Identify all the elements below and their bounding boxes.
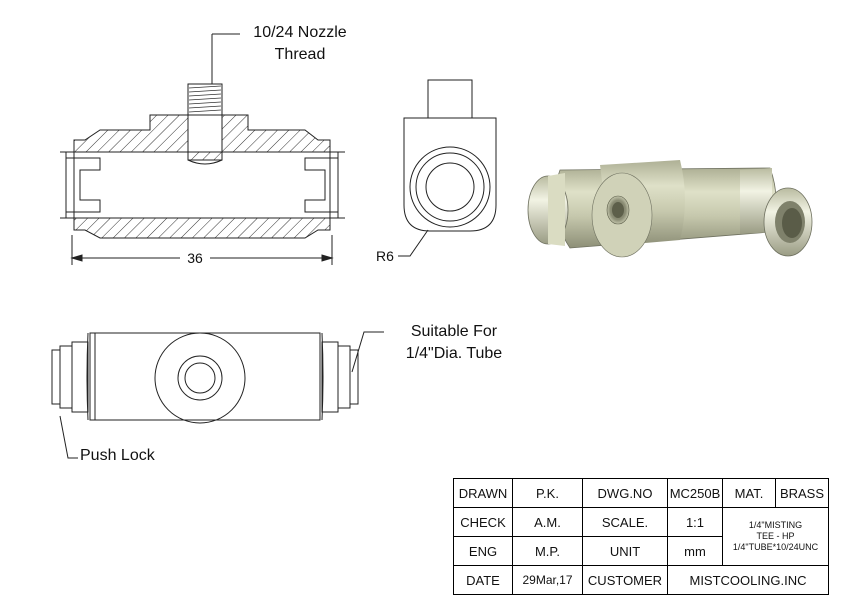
top-view — [51, 331, 384, 459]
title-row-date: DATE 29Mar,17 CUSTOMER MISTCOOLING.INC — [453, 565, 829, 595]
scale-label: SCALE. — [582, 507, 668, 537]
dwg-no-value: MC250B — [667, 478, 723, 508]
nozzle-thread-callout: 10/24 Nozzle Thread — [238, 22, 362, 66]
title-row-check: CHECK A.M. SCALE. 1:1 1/4"MISTING TEE - … — [453, 507, 829, 566]
date-label: DATE — [453, 565, 513, 595]
mat-label: MAT. — [722, 478, 776, 508]
unit-value: mm — [667, 536, 723, 566]
suitable-for-callout: Suitable For 1/4"Dia. Tube — [384, 321, 524, 365]
date-value: 29Mar,17 — [512, 565, 583, 595]
nozzle-thread-line1: 10/24 Nozzle — [253, 24, 347, 41]
3d-render — [527, 160, 813, 258]
radius-label: R6 — [376, 248, 394, 264]
description-line1: 1/4"MISTING — [748, 520, 803, 530]
thread-lines — [188, 85, 222, 113]
check-label: CHECK — [453, 507, 513, 537]
drawn-label: DRAWN — [453, 478, 513, 508]
push-lock-callout: Push Lock — [80, 447, 155, 464]
unit-label: UNIT — [582, 536, 668, 566]
description-line3: 1/4"TUBE*10/24UNC — [732, 542, 819, 552]
suitable-for-line2: 1/4"Dia. Tube — [405, 345, 503, 362]
part-description: 1/4"MISTING TEE - HP 1/4"TUBE*10/24UNC — [722, 507, 829, 566]
dwg-no-label: DWG.NO — [582, 478, 668, 508]
nozzle-thread-line2: Thread — [274, 46, 326, 63]
description-line2: TEE - HP — [756, 531, 795, 541]
eng-label: ENG — [453, 536, 513, 566]
scale-value: 1:1 — [667, 507, 723, 537]
check-value: A.M. — [512, 507, 583, 537]
suitable-for-line1: Suitable For — [410, 323, 498, 340]
mat-value: BRASS — [775, 478, 829, 508]
end-view — [398, 79, 497, 257]
eng-value: M.P. — [512, 536, 583, 566]
drawn-value: P.K. — [512, 478, 583, 508]
customer-label: CUSTOMER — [582, 565, 668, 595]
title-row-drawn: DRAWN P.K. DWG.NO MC250B MAT. BRASS — [453, 478, 829, 508]
section-view — [60, 33, 345, 265]
dimension-36: 36 — [187, 250, 203, 266]
title-block: DRAWN P.K. DWG.NO MC250B MAT. BRASS CHEC… — [453, 478, 829, 595]
customer-value: MISTCOOLING.INC — [667, 565, 829, 595]
